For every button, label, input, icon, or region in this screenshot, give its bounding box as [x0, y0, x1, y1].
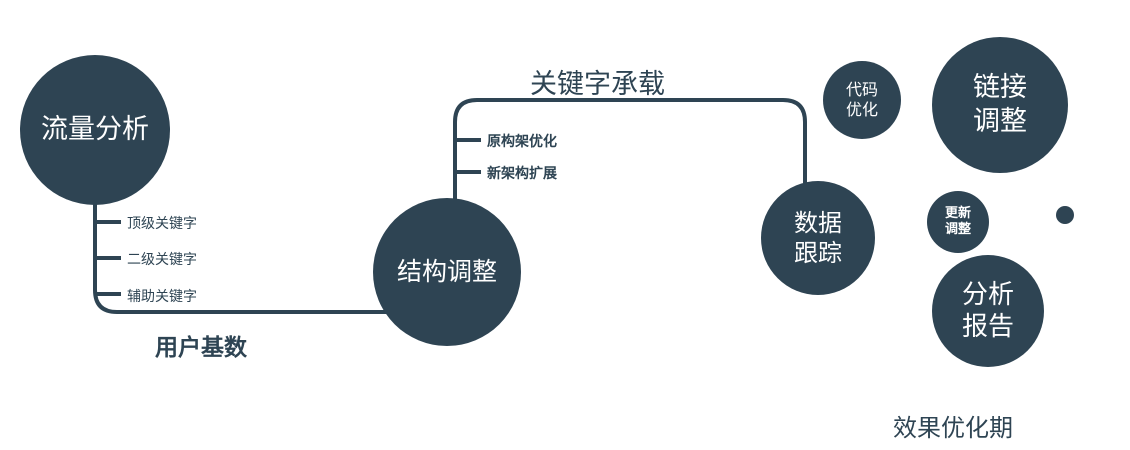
- node-code-optimization-line2: 优化: [845, 100, 878, 119]
- node-traffic-analysis: 流量分析: [20, 55, 170, 205]
- node-link-adjustment-line1: 链接: [973, 72, 1027, 104]
- edge-label-keyword-carry: 关键字承载: [530, 69, 665, 100]
- connector-structure-tracking: [453, 98, 807, 205]
- node-link-adjustment: 链接 调整: [932, 37, 1068, 173]
- node-link-adjustment-line2: 调整: [973, 106, 1027, 137]
- node-data-tracking-line2: 跟踪: [794, 239, 842, 267]
- node-data-tracking-line1: 数据: [794, 209, 842, 237]
- node-structure-adjustment-label: 结构调整: [396, 257, 497, 287]
- node-small-dot: [1056, 206, 1074, 224]
- node-update-adjustment-line2: 调整: [944, 222, 971, 237]
- node-structure-adjustment: 结构调整: [373, 198, 521, 346]
- branch-label-secondary-keywords: 二级关键字: [127, 252, 197, 268]
- section-label-effect-optimization-period: 效果优化期: [893, 414, 1013, 442]
- node-analysis-report: 分析 报告: [932, 255, 1044, 367]
- connector-traffic-structure: [93, 190, 388, 314]
- node-analysis-report-line2: 报告: [961, 312, 1014, 342]
- node-traffic-analysis-label: 流量分析: [41, 114, 149, 146]
- node-data-tracking: 数据 跟踪: [761, 181, 875, 295]
- edge-label-user-base: 用户基数: [155, 335, 247, 361]
- branch-label-new-framework-expansion: 新架构扩展: [487, 166, 557, 182]
- node-code-optimization-line1: 代码: [845, 80, 878, 99]
- branch-label-top-keywords: 顶级关键字: [127, 216, 197, 232]
- node-update-adjustment-line1: 更新: [944, 205, 971, 221]
- branch-label-original-framework-optimization: 原构架优化: [487, 134, 557, 150]
- branch-label-auxiliary-keywords: 辅助关键字: [127, 289, 197, 305]
- node-analysis-report-line1: 分析: [961, 279, 1014, 310]
- node-update-adjustment: 更新 调整: [927, 191, 989, 253]
- node-code-optimization: 代码 优化: [823, 61, 901, 139]
